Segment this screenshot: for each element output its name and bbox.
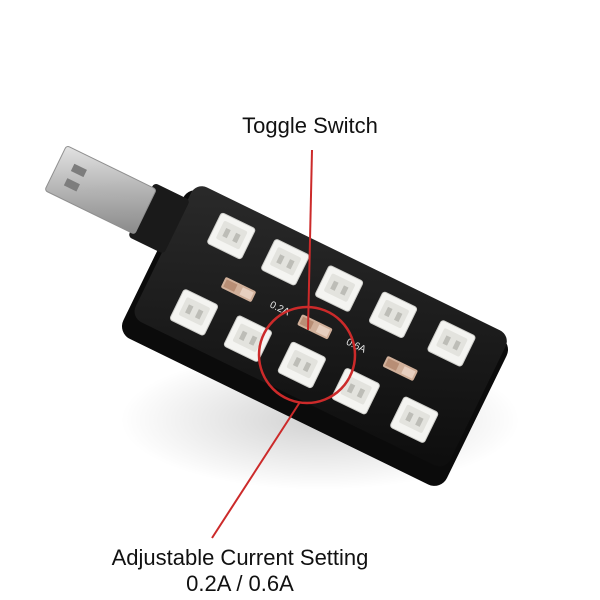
usb-plug <box>45 146 189 253</box>
usb-hole-2 <box>63 178 80 192</box>
current-setting-line-2: 0.2A / 0.6A <box>186 571 294 596</box>
charger-board: 0.2A 0.6A <box>121 186 509 486</box>
current-callout-line <box>211 401 301 539</box>
usb-plug-base <box>129 184 189 253</box>
usb-hole-1 <box>70 163 87 178</box>
toggle-callout-line <box>307 149 313 331</box>
toggle-switch-label: Toggle Switch <box>242 113 378 138</box>
current-setting-line-1: Adjustable Current Setting <box>111 545 369 570</box>
current-setting-label: Adjustable Current Setting 0.2A / 0.6A <box>60 545 420 597</box>
highlight-circle <box>257 305 357 405</box>
usb-plug-shell <box>45 146 156 234</box>
